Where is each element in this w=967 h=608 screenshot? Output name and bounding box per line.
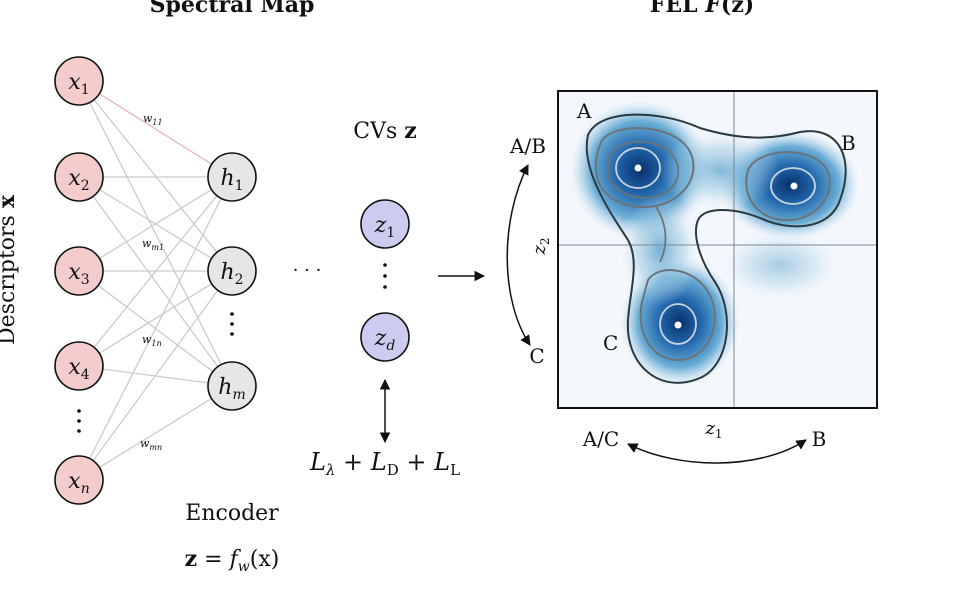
descriptors-label-var: x [0,194,20,208]
descriptors-label-text: Descriptors [0,208,20,345]
contour-inner-a [615,147,661,189]
weight-label-wm1: wm1 [142,237,164,252]
contour-mid-b [745,151,831,222]
svg-text:zd: zd [374,326,396,354]
svg-text:z1: z1 [374,213,396,241]
minimum-b-dot [790,182,798,190]
svg-text:x4: x4 [68,355,89,383]
input-node-xn: xn [54,455,104,505]
fel-xaxis-label: z1 [704,418,722,441]
edge-x4-h1 [93,195,218,348]
input-node-x4: x4 [54,341,104,391]
descriptors-label: Descriptors x [0,194,20,345]
title-fel-func: F [704,0,722,18]
svg-text:x1: x1 [68,70,89,98]
edge-x1-h1 [98,93,213,165]
left-arrow-bottom-label: C [529,344,544,368]
svg-text:h1: h1 [220,166,243,194]
contour-mid-a2 [607,140,680,199]
title-fel-prefix: FEL [650,0,706,18]
fel-frame [557,90,878,409]
fel-panel: A B C z2 z1 A/B C A/C B [506,90,878,464]
contour-inner-b [770,167,816,205]
svg-text:xn: xn [68,469,89,497]
contour-outer [585,113,847,384]
svg-text:hm: hm [218,375,245,403]
left-arrow-top-label: A/B [509,134,546,158]
loss-formula: Lλ + LD + LL [309,448,460,479]
bottom-curved-arrow [627,439,807,464]
state-label-c: C [603,331,618,355]
hidden-node-h2: h2 [207,246,257,296]
hidden-layer: h1 h2 hm [207,152,257,411]
edge-x5-h3 [99,398,212,468]
horizontal-ellipsis: · · · [293,260,322,281]
input-layer: x1 x2 x3 x4 xn [54,56,104,505]
cv-node-z1: z1 [360,199,410,249]
hidden-node-hm: hm [207,361,257,411]
left-curved-arrow [506,164,531,346]
contour-mid-c [639,269,716,362]
input-node-x3: x3 [54,246,104,296]
contour-mid-ac-link [654,204,667,263]
minimum-a-dot [634,164,642,172]
edge-x5-h2 [92,289,219,462]
fel-contours [585,113,847,384]
bottom-arrow-left-label: A/C [582,427,619,451]
weight-labels: w11 wm1 w1n wmn [140,112,164,452]
state-label-b: B [841,131,856,155]
edge-x1-h2 [93,99,218,253]
title-fel: FEL F(z) [650,0,754,18]
encoder-formula: z = fw(x) [185,546,280,575]
contour-inner-c [659,303,697,345]
bottom-arrow-right-label: B [812,427,827,451]
input-node-x1: x1 [54,56,104,106]
fel-yaxis-label: z2 [529,237,552,255]
hidden-vdots [230,312,234,336]
cv-node-zd: zd [360,312,410,362]
weight-label-wmn: wmn [140,437,162,452]
edge-x3-h1 [99,189,212,259]
minimum-c-dot [674,321,682,329]
edge-x1-h3 [89,102,222,365]
title-spectral-map: Spectral Map [150,0,315,18]
svg-text:x2: x2 [68,166,89,194]
svg-text:x3: x3 [68,260,89,288]
edge-x5-h1 [89,198,222,459]
title-fel-arg: (z) [721,0,754,18]
weight-label-w11: w11 [143,112,163,127]
cv-vdots [383,263,387,289]
input-node-x2: x2 [54,152,104,202]
network-edges [89,93,222,468]
cvs-label: CVs z [353,118,417,144]
svg-text:h2: h2 [220,260,243,288]
hidden-node-h1: h1 [207,152,257,202]
input-vdots [77,409,81,433]
contour-mid-a [594,127,695,209]
weight-label-w1n: w1n [142,333,162,348]
edge-x4-h2 [99,283,212,354]
edge-x2-h3 [92,195,219,368]
encoder-label: Encoder [185,501,279,526]
state-label-a: A [576,99,592,123]
